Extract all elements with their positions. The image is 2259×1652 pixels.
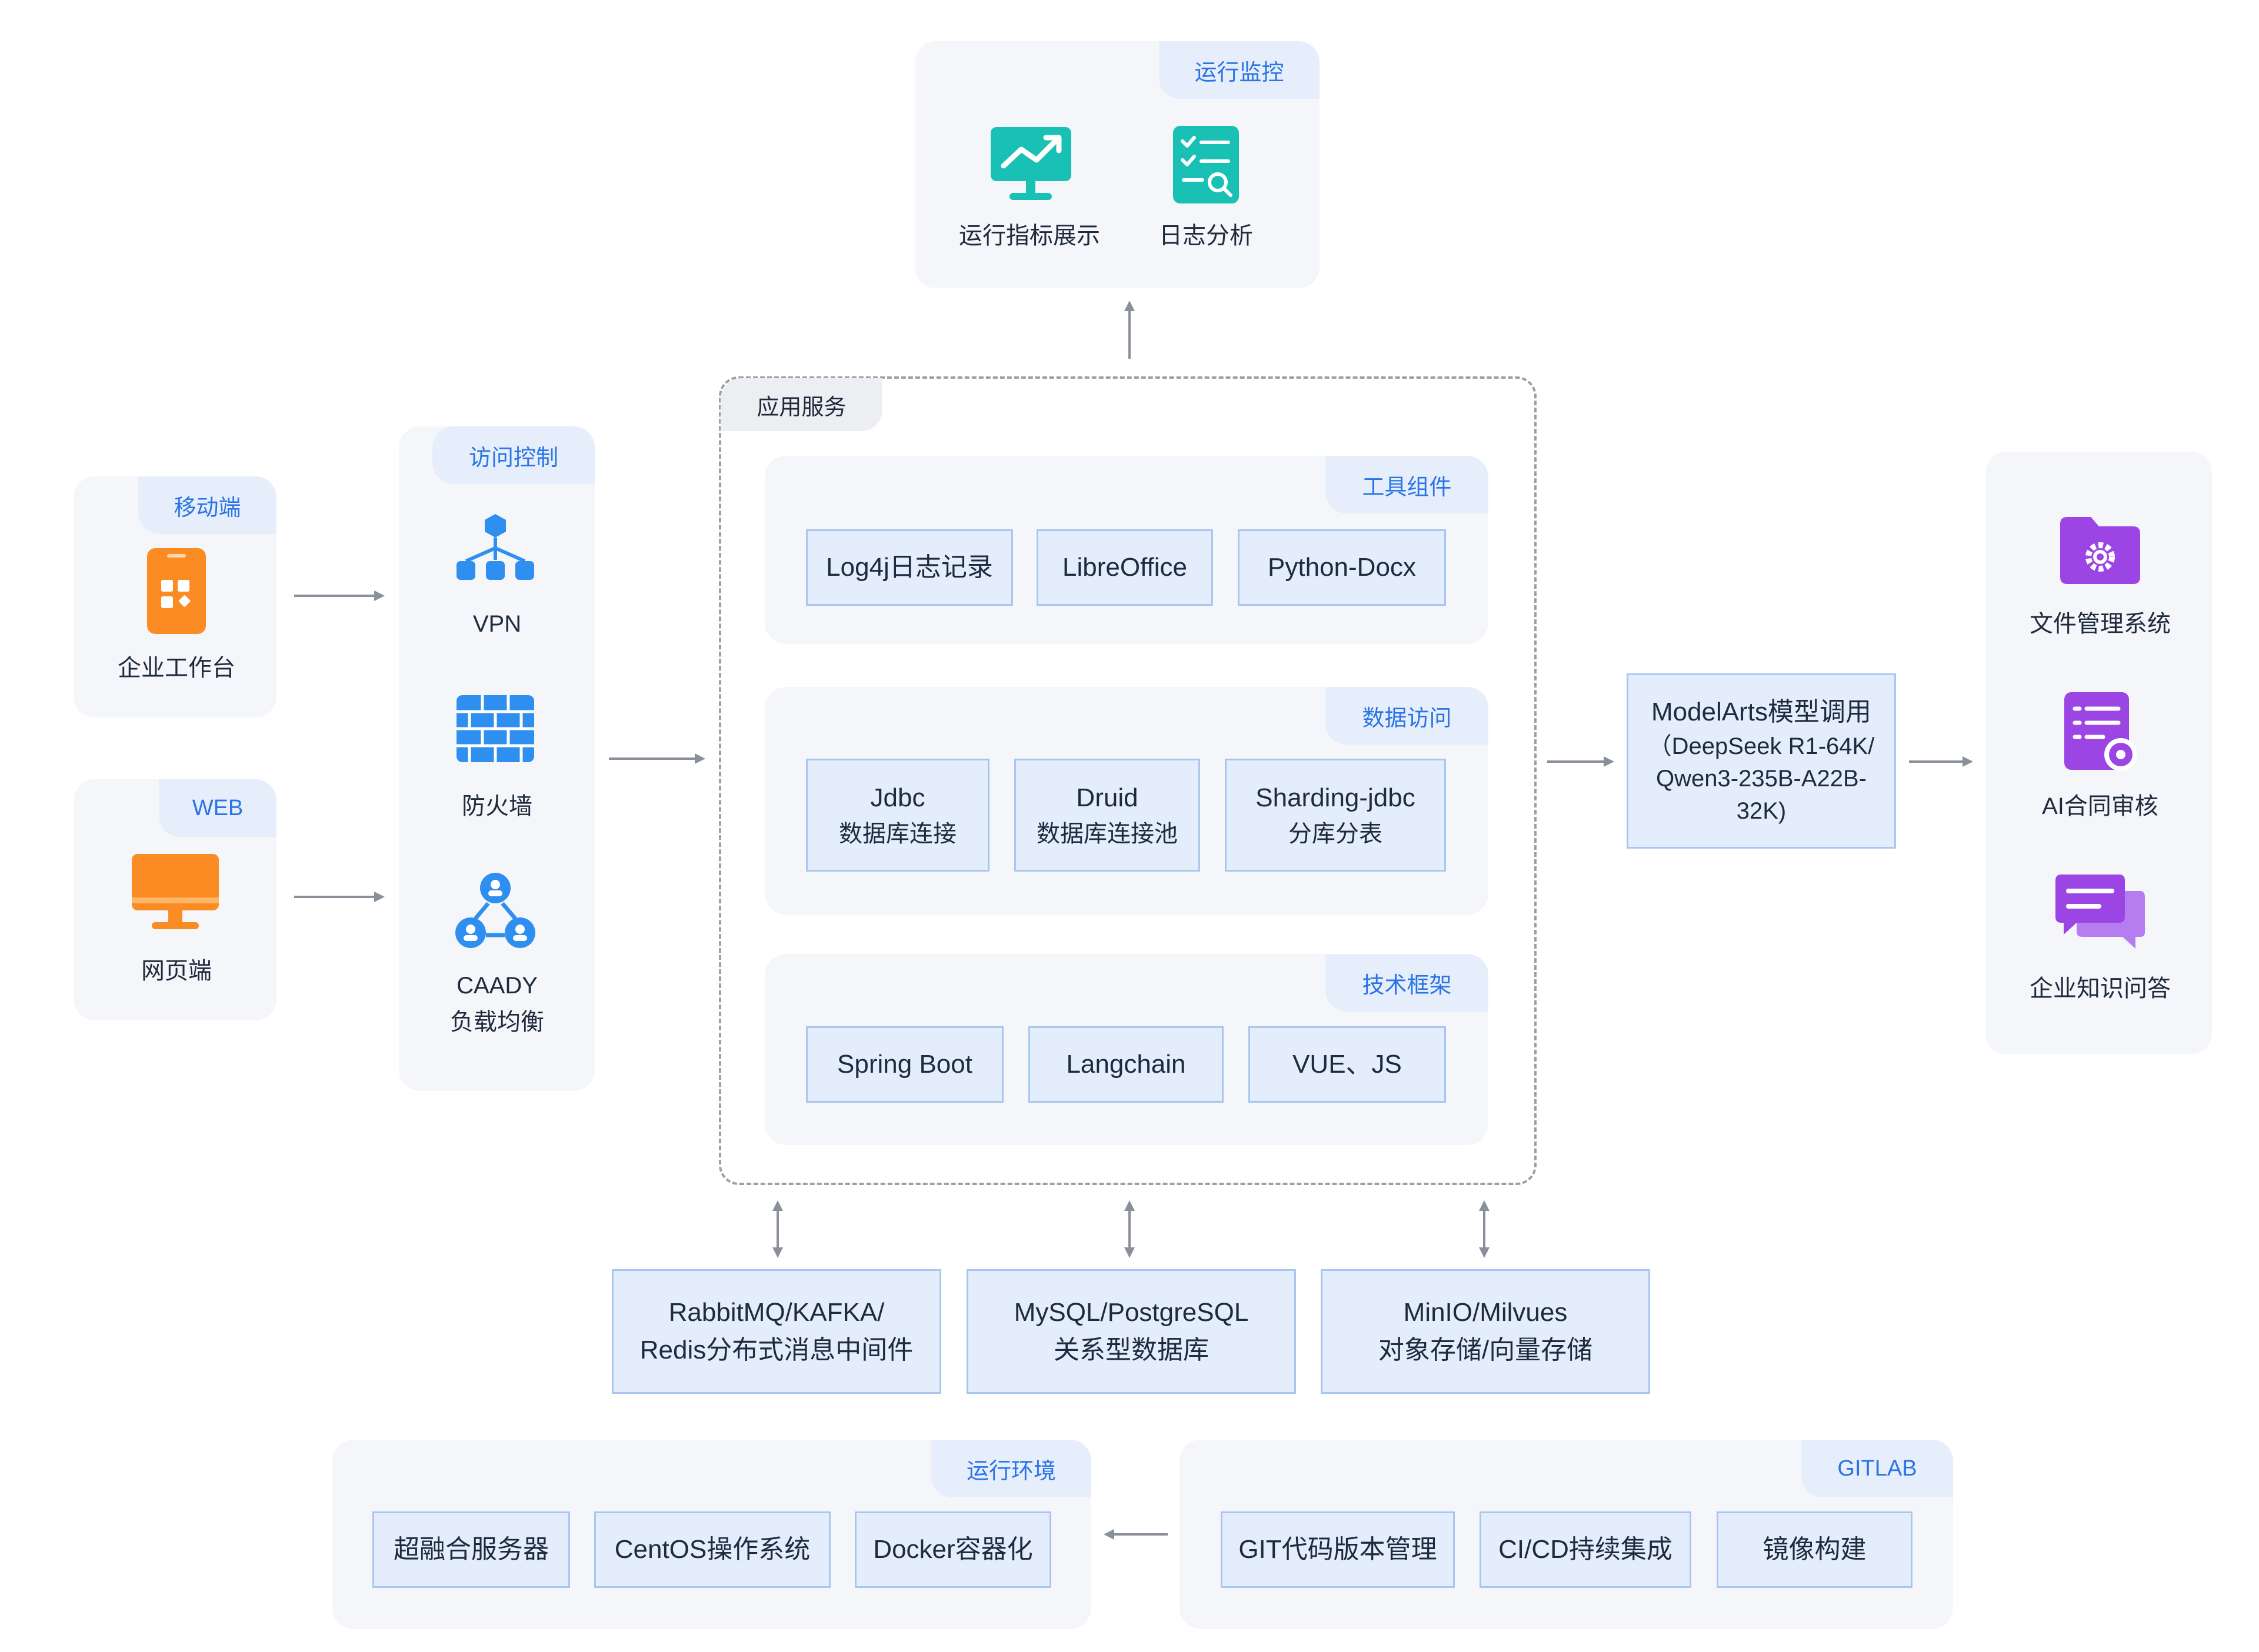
document-gear-icon (2064, 692, 2137, 771)
gitlab-tag: GITLAB (1801, 1440, 1953, 1497)
data-box-name: Sharding-jdbc (1255, 783, 1415, 813)
framework-label: Spring Boot (837, 1050, 972, 1079)
data-box: Sharding-jdbc 分库分表 (1225, 759, 1446, 872)
network-icon (457, 514, 534, 580)
folder-gear-icon (2060, 517, 2140, 584)
access-item-label: CAADY 负载均衡 (424, 967, 571, 1040)
storage-name: MinIO/Milvues (1403, 1298, 1568, 1327)
framework-tag: 技术框架 (1325, 954, 1488, 1012)
storage-box: RabbitMQ/KAFKA/ Redis分布式消息中间件 (612, 1269, 941, 1394)
tool-box: Log4j日志记录 (806, 529, 1013, 606)
chat-icon (2055, 875, 2145, 949)
app-system-label: AI合同审核 (2042, 793, 2158, 819)
mobile-app-icon (147, 548, 206, 634)
gitlab-label: CI/CD持续集成 (1498, 1535, 1672, 1564)
runtime-box: Docker容器化 (855, 1511, 1051, 1588)
storage-desc: Redis分布式消息中间件 (639, 1336, 914, 1364)
storage-box: MySQL/PostgreSQL 关系型数据库 (967, 1269, 1296, 1394)
load-balance-desc: 负载均衡 (450, 1009, 544, 1035)
gitlab-label: 镜像构建 (1762, 1535, 1867, 1564)
data-box: Druid 数据库连接池 (1014, 759, 1200, 872)
gitlab-box: GIT代码版本管理 (1221, 1511, 1455, 1588)
load-balance-icon (455, 873, 535, 948)
data-box-name: Druid (1076, 783, 1138, 813)
storage-name: RabbitMQ/KAFKA/ (668, 1298, 885, 1327)
runtime-tag: 运行环境 (931, 1440, 1091, 1497)
storage-desc: 对象存储/向量存储 (1378, 1336, 1593, 1364)
access-tag: 访问控制 (432, 426, 595, 484)
app-service-container (719, 376, 1537, 1185)
app-service-title: 应用服务 (721, 378, 882, 431)
storage-name: MySQL/PostgreSQL (1014, 1298, 1249, 1327)
app-system-label: 企业知识问答 (2030, 976, 2171, 1002)
app-system-label: 文件管理系统 (2030, 611, 2171, 637)
model-call-line: Qwen3-235B-A22B- (1656, 765, 1867, 792)
framework-label: VUE、JS (1292, 1050, 1402, 1079)
log-search-icon (1173, 126, 1239, 203)
monitor-item-label: 运行指标展示 (959, 223, 1100, 249)
gitlab-label: GIT代码版本管理 (1238, 1535, 1437, 1564)
framework-box: VUE、JS (1248, 1026, 1446, 1103)
storage-desc: 关系型数据库 (1054, 1336, 1209, 1364)
data-box-desc: 数据库连接池 (1037, 820, 1178, 847)
model-call-title: ModelArts模型调用 (1651, 697, 1872, 726)
access-item-label: VPN (472, 611, 522, 637)
model-call-line: （DeepSeek R1-64K/ (1648, 733, 1875, 759)
runtime-box: CentOS操作系统 (594, 1511, 831, 1588)
framework-box: Spring Boot (806, 1026, 1004, 1103)
gitlab-box: 镜像构建 (1717, 1511, 1913, 1588)
load-balance-name: CAADY (457, 973, 538, 999)
mobile-label: 企业工作台 (118, 655, 235, 681)
tool-label: Python-Docx (1268, 553, 1416, 582)
tool-box: Python-Docx (1238, 529, 1446, 606)
web-label: 网页端 (141, 958, 212, 984)
runtime-label: CentOS操作系统 (614, 1535, 811, 1564)
mobile-tag: 移动端 (138, 476, 276, 534)
tool-label: LibreOffice (1062, 553, 1187, 582)
data-box: Jdbc 数据库连接 (806, 759, 989, 872)
data-box-desc: 分库分表 (1288, 820, 1382, 847)
runtime-label: Docker容器化 (873, 1535, 1033, 1564)
tool-box: LibreOffice (1037, 529, 1213, 606)
monitor-item-label: 日志分析 (1159, 223, 1253, 249)
desktop-icon (132, 854, 219, 929)
storage-box: MinIO/Milvues 对象存储/向量存储 (1321, 1269, 1650, 1394)
data-box-name: Jdbc (870, 783, 925, 813)
tool-label: Log4j日志记录 (826, 553, 993, 582)
model-call-box: ModelArts模型调用 （DeepSeek R1-64K/ Qwen3-23… (1627, 673, 1896, 849)
data-access-tag: 数据访问 (1325, 687, 1488, 745)
access-item-label: 防火墙 (462, 793, 532, 819)
monitor-tag: 运行监控 (1159, 41, 1320, 99)
runtime-label: 超融合服务器 (394, 1535, 549, 1564)
gitlab-box: CI/CD持续集成 (1480, 1511, 1691, 1588)
runtime-box: 超融合服务器 (372, 1511, 570, 1588)
framework-label: Langchain (1066, 1050, 1186, 1079)
model-call-line: 32K) (1736, 797, 1787, 824)
tools-tag: 工具组件 (1325, 456, 1488, 513)
monitor-chart-icon (991, 127, 1071, 200)
data-box-desc: 数据库连接 (839, 820, 957, 847)
firewall-icon (457, 695, 534, 762)
web-tag: WEB (159, 779, 276, 837)
framework-box: Langchain (1028, 1026, 1224, 1103)
